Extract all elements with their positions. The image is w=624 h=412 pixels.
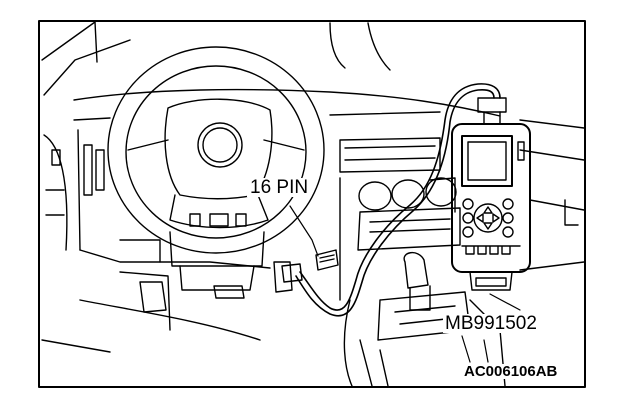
- diagnostic-connector: [281, 205, 339, 283]
- pedals: [41, 261, 293, 353]
- figure-frame: [38, 20, 586, 388]
- leader-lines: [461, 293, 521, 363]
- connector-label: 16 PIN: [247, 178, 312, 197]
- windshield-pillar: [41, 21, 391, 96]
- tool-label: MB991502: [443, 313, 539, 334]
- passenger-dash: [519, 119, 585, 271]
- scan-tool: [451, 97, 531, 291]
- scan-tool-cable: [295, 83, 501, 317]
- steering-wheel: [107, 46, 325, 254]
- figure-code-label: AC006106AB: [462, 363, 560, 380]
- dashboard-outline: [43, 88, 501, 269]
- steering-column: [119, 231, 265, 331]
